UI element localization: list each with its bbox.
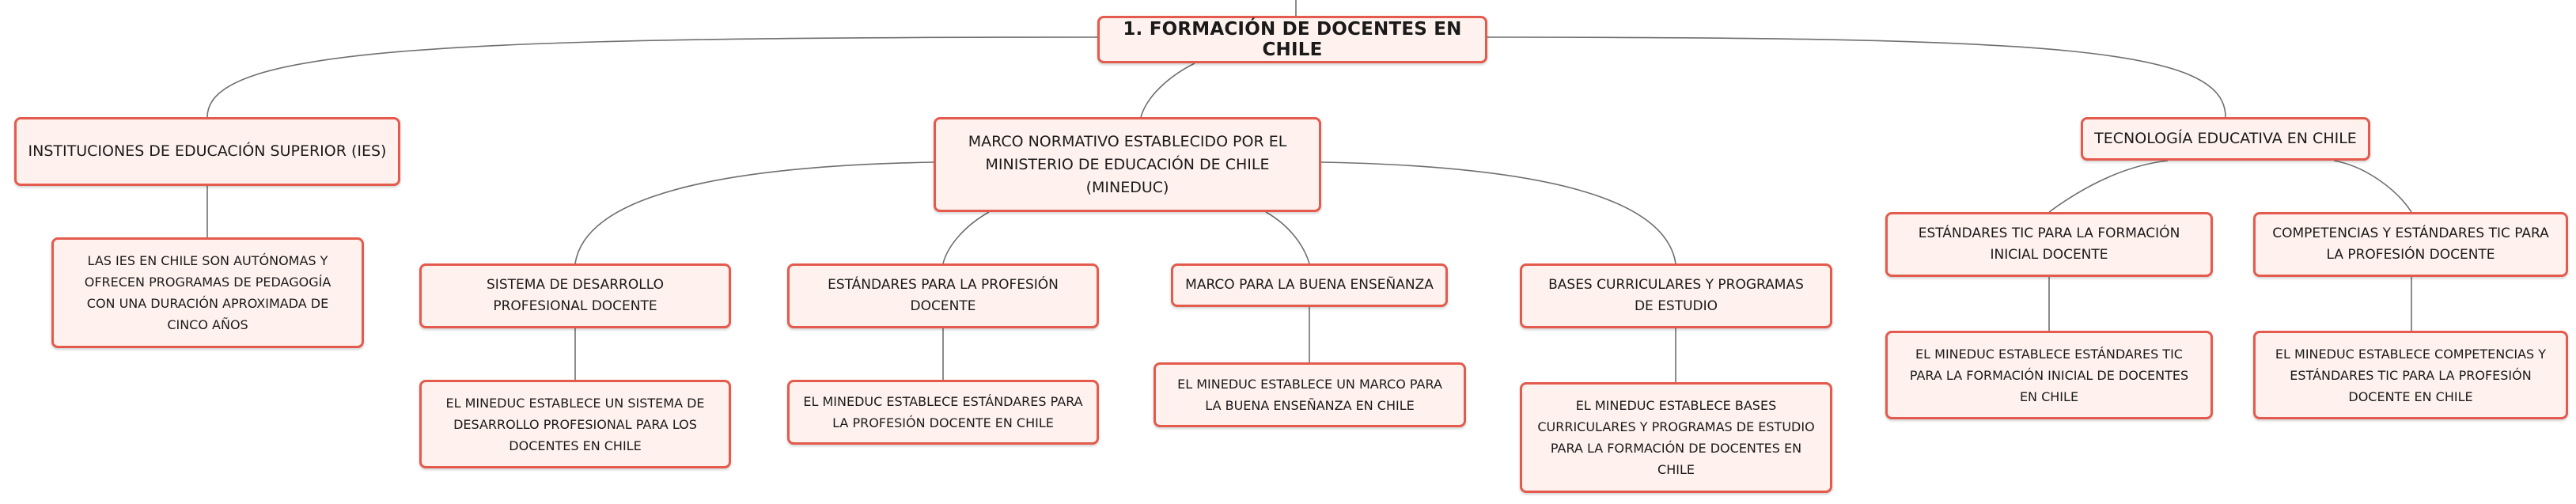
ies-node[interactable]: INSTITUCIONES DE EDUCACIÓN SUPERIOR (IES… — [14, 117, 400, 186]
fid-node[interactable]: ESTÁNDARES TIC PARA LA FORMACIÓN INICIAL… — [1885, 212, 2213, 277]
ies-detail-text: LAS IES EN CHILE SON AUTÓNOMAS Y OFRECEN… — [84, 253, 331, 332]
connector-mineduc-estandares — [942, 211, 990, 264]
connector-mineduc-sdp — [574, 161, 934, 264]
ies-title: INSTITUCIONES DE EDUCACIÓN SUPERIOR (IES… — [28, 142, 387, 160]
fid-detail-node[interactable]: EL MINEDUC ESTABLECE ESTÁNDARES TIC PARA… — [1885, 331, 2213, 419]
comp-detail-text: EL MINEDUC ESTABLECE COMPETENCIAS Y ESTÁ… — [2275, 346, 2547, 404]
connector-root-ies — [206, 36, 1098, 118]
sdp-title: SISTEMA DE DESARROLLO PROFESIONAL DOCENT… — [487, 277, 664, 314]
estandares-title: ESTÁNDARES PARA LA PROFESIÓN DOCENTE — [828, 277, 1059, 314]
bases-detail-text: EL MINEDUC ESTABLECE BASES CURRICULARES … — [1537, 398, 1815, 477]
mineduc-node[interactable]: MARCO NORMATIVO ESTABLECIDO POR EL MINIS… — [934, 117, 1321, 212]
estandares-detail-text: EL MINEDUC ESTABLECE ESTÁNDARES PARA LA … — [803, 394, 1083, 430]
fid-detail-text: EL MINEDUC ESTABLECE ESTÁNDARES TIC PARA… — [1909, 346, 2189, 404]
comp-detail-node[interactable]: EL MINEDUC ESTABLECE COMPETENCIAS Y ESTÁ… — [2253, 331, 2568, 419]
estandares-detail-node[interactable]: EL MINEDUC ESTABLECE ESTÁNDARES PARA LA … — [787, 380, 1099, 445]
tic-node[interactable]: TECNOLOGÍA EDUCATIVA EN CHILE — [2081, 117, 2370, 161]
ies-detail-node[interactable]: LAS IES EN CHILE SON AUTÓNOMAS Y OFRECEN… — [51, 237, 364, 348]
bases-node[interactable]: BASES CURRICULARES Y PROGRAMAS DE ESTUDI… — [1520, 263, 1832, 328]
root-node[interactable]: 1. FORMACIÓN DE DOCENTES EN CHILE — [1097, 16, 1487, 63]
tic-title: TECNOLOGÍA EDUCATIVA EN CHILE — [2094, 130, 2357, 147]
root-title: 1. FORMACIÓN DE DOCENTES EN CHILE — [1123, 19, 1462, 60]
connector-tic-comp — [2333, 160, 2412, 213]
bases-title: BASES CURRICULARES Y PROGRAMAS DE ESTUDI… — [1548, 277, 1804, 314]
connector-mineduc-mbe — [1265, 211, 1310, 264]
comp-title: COMPETENCIAS Y ESTÁNDARES TIC PARA LA PR… — [2272, 225, 2549, 263]
connector-root-mineduc — [1140, 63, 1195, 118]
connector-root-tic — [1487, 36, 2226, 118]
mbe-detail-node[interactable]: EL MINEDUC ESTABLECE UN MARCO PARA LA BU… — [1154, 362, 1466, 427]
sdp-node[interactable]: SISTEMA DE DESARROLLO PROFESIONAL DOCENT… — [419, 263, 731, 328]
mineduc-title: MARCO NORMATIVO ESTABLECIDO POR EL MINIS… — [968, 132, 1287, 196]
mbe-title: MARCO PARA LA BUENA ENSEÑANZA — [1185, 277, 1434, 293]
estandares-node[interactable]: ESTÁNDARES PARA LA PROFESIÓN DOCENTE — [787, 263, 1099, 328]
sdp-detail-text: EL MINEDUC ESTABLECE UN SISTEMA DE DESAR… — [445, 395, 705, 453]
connector-tic-fid — [2048, 160, 2169, 213]
connector-mineduc-bases — [1320, 161, 1676, 264]
mbe-node[interactable]: MARCO PARA LA BUENA ENSEÑANZA — [1171, 263, 1448, 307]
comp-node[interactable]: COMPETENCIAS Y ESTÁNDARES TIC PARA LA PR… — [2253, 212, 2568, 277]
sdp-detail-node[interactable]: EL MINEDUC ESTABLECE UN SISTEMA DE DESAR… — [419, 380, 731, 468]
fid-title: ESTÁNDARES TIC PARA LA FORMACIÓN INICIAL… — [1918, 225, 2180, 263]
bases-detail-node[interactable]: EL MINEDUC ESTABLECE BASES CURRICULARES … — [1520, 382, 1832, 493]
mbe-detail-text: EL MINEDUC ESTABLECE UN MARCO PARA LA BU… — [1177, 377, 1442, 413]
